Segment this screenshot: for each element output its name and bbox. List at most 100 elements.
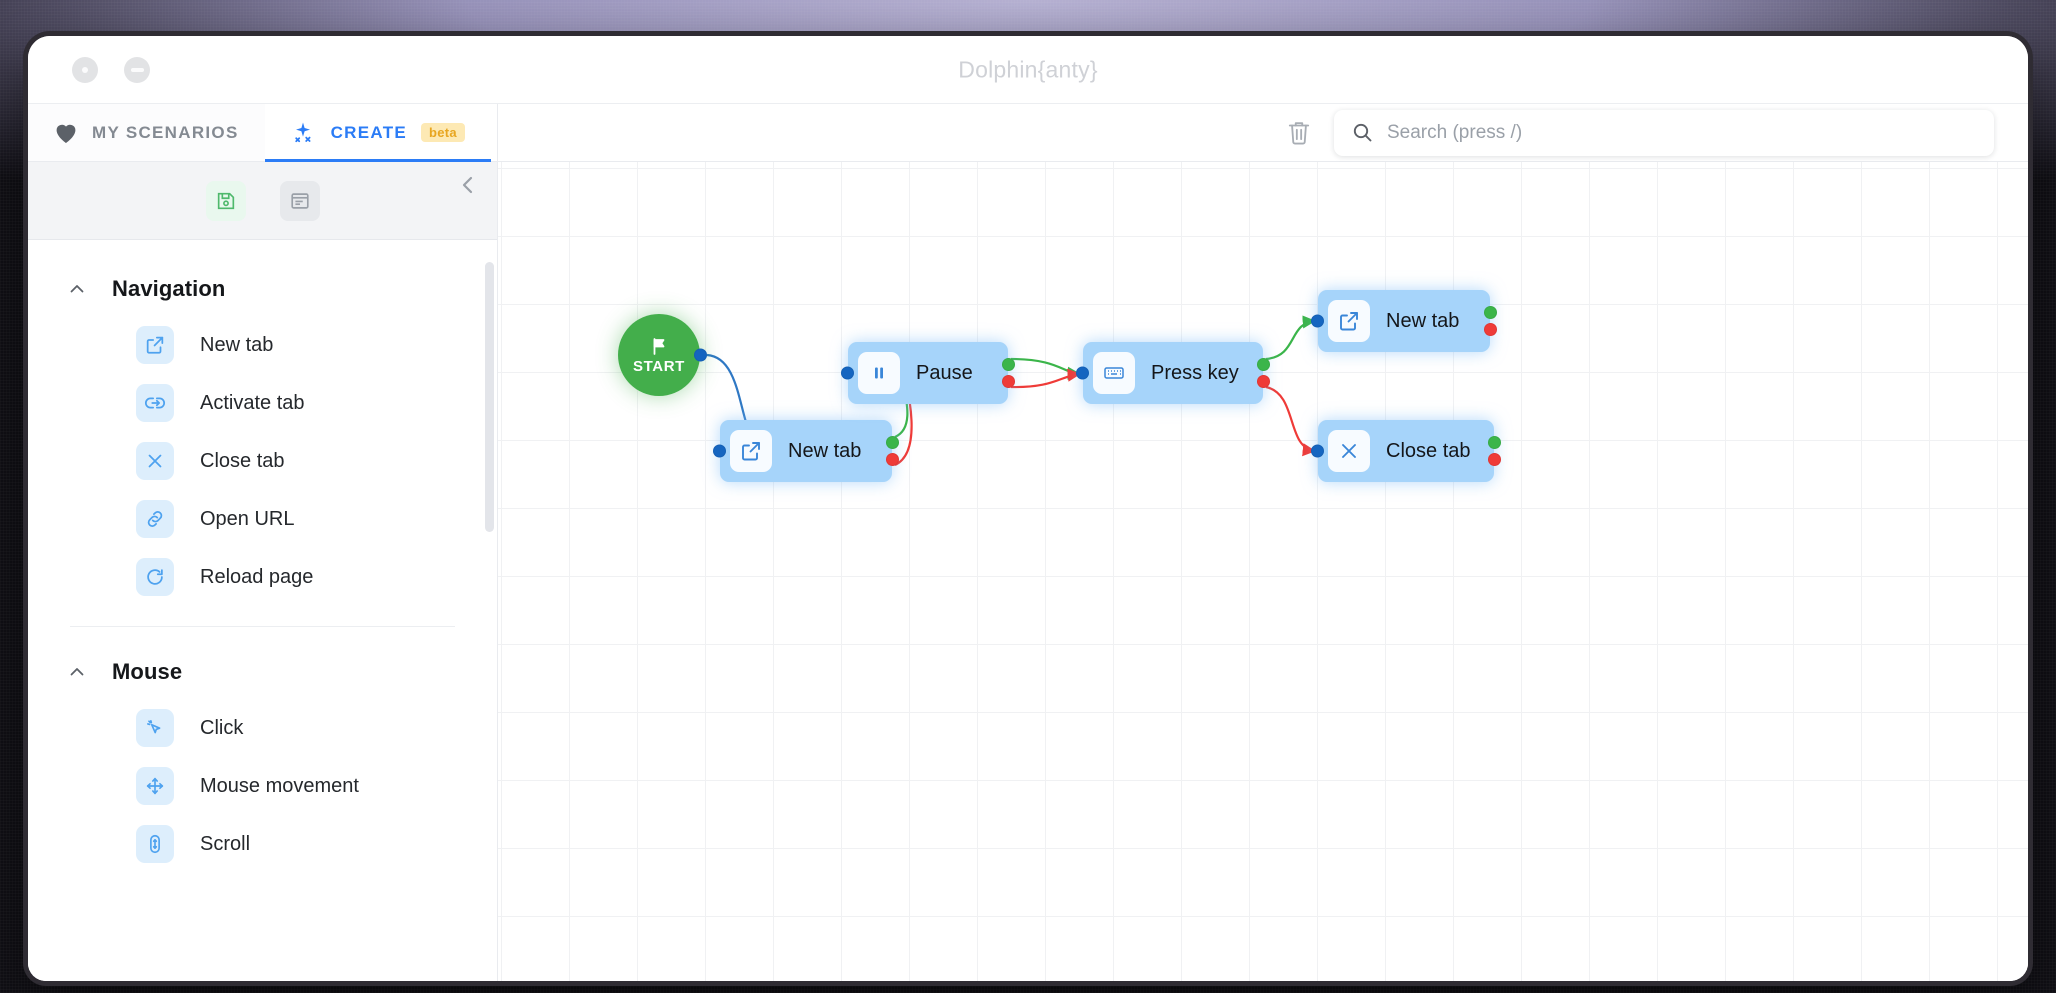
palette-item-label: Click [200,716,244,739]
action-palette[interactable]: Navigation New tab Activate tab [28,240,497,981]
chevron-left-icon [462,176,473,194]
port-in[interactable] [1311,314,1324,328]
external-link-icon [136,326,174,364]
delete-selected-button[interactable] [1286,119,1312,147]
flow-node-label: Pause [916,361,973,384]
port-success[interactable] [886,436,899,449]
tab-create[interactable]: CREATE beta [264,104,492,162]
palette-group-navigation-header[interactable]: Navigation [28,250,497,316]
port-out[interactable] [694,348,707,362]
main-split: MY SCENARIOS CREATE beta [28,104,2028,981]
flow-node-start[interactable]: START [618,314,707,396]
sparkle-icon [291,120,317,146]
port-error[interactable] [886,453,899,466]
link-arrow-icon [136,384,174,422]
palette-item-activate-tab[interactable]: Activate tab [28,374,497,432]
port-error[interactable] [1488,453,1501,466]
trash-icon [1288,121,1310,145]
flow-canvas[interactable]: START New tab [498,162,2028,981]
close-x-icon [1328,430,1370,472]
palette-item-reload-page[interactable]: Reload page [28,548,497,606]
palette-group-navigation: Navigation New tab Activate tab [28,250,497,633]
flow-node-label: Press key [1151,361,1239,384]
palette-item-label: Open URL [200,507,295,530]
close-icon [82,66,88,73]
port-in[interactable] [841,366,854,380]
tab-create-label: CREATE [330,122,408,142]
flag-icon [649,336,669,356]
cursor-click-icon [136,709,174,747]
port-error[interactable] [1002,375,1015,388]
tab-my-scenarios[interactable]: MY SCENARIOS [28,104,265,161]
search-icon [1352,122,1373,143]
palette-item-label: New tab [200,333,274,356]
palette-item-click[interactable]: Click [28,699,497,757]
palette-item-label: Reload page [200,565,314,588]
heart-icon [54,122,78,144]
port-success[interactable] [1488,436,1501,449]
flow-node-close-tab[interactable]: Close tab [1311,420,1501,482]
scroll-mouse-icon [136,825,174,863]
palette-group-mouse-header[interactable]: Mouse [28,633,497,699]
canvas-area: START New tab [498,104,2028,981]
refresh-icon [136,558,174,596]
canvas-toolbar [498,104,2028,162]
flow-node-press-key[interactable]: Press key [1076,342,1270,404]
panel-toolbar [28,162,497,240]
minimize-icon [130,67,144,72]
flow-node-label: Close tab [1386,439,1471,462]
flow-node-label: New tab [788,439,862,462]
port-success[interactable] [1484,306,1497,319]
panel-tabs: MY SCENARIOS CREATE beta [28,104,497,162]
chevron-up-icon [68,280,86,298]
scenario-notes-button[interactable] [279,180,320,221]
close-button[interactable] [72,56,98,83]
palette-group-title: Mouse [112,659,183,684]
search-box[interactable] [1334,109,1994,156]
beta-badge: beta [421,123,465,142]
palette-group-mouse: Mouse Click Mouse movement [28,633,497,879]
pause-icon [858,352,900,394]
collapse-panel-button[interactable] [457,174,479,196]
minimize-button[interactable] [124,56,150,83]
port-success[interactable] [1002,358,1015,371]
palette-group-title: Navigation [112,276,226,301]
move-arrows-icon [136,767,174,805]
chevron-up-icon [68,663,86,681]
flow-node-pause[interactable]: Pause [841,342,1015,404]
edge-n2-to-n3-success [1010,357,1081,380]
port-in[interactable] [1311,444,1324,458]
palette-item-new-tab[interactable]: New tab [28,316,497,374]
window-title: Dolphin{anty} [958,56,1098,82]
palette-item-label: Activate tab [200,391,305,414]
external-link-icon [1328,300,1370,342]
palette-divider [70,626,455,627]
flow-edges [706,315,1316,466]
chain-link-icon [136,500,174,538]
flow-node-new-tab-2[interactable]: New tab [1311,290,1497,352]
palette-item-scroll[interactable]: Scroll [28,815,497,873]
notes-window-icon [290,192,309,209]
port-error[interactable] [1257,375,1270,388]
port-in[interactable] [1076,366,1089,380]
app-window: Dolphin{anty} MY SCENARIOS [28,36,2028,981]
edge-n2-to-n3-error [1010,368,1081,389]
palette-item-label: Close tab [200,449,285,472]
close-x-icon [136,442,174,480]
palette-item-label: Scroll [200,832,251,855]
palette-item-label: Mouse movement [200,774,359,797]
search-input[interactable] [1387,121,1976,144]
external-link-icon [730,430,772,472]
edge-n3-to-n5-error [1265,385,1316,457]
palette-item-close-tab[interactable]: Close tab [28,432,497,490]
save-scenario-button[interactable] [205,180,246,221]
keyboard-icon [1093,352,1135,394]
palette-item-open-url[interactable]: Open URL [28,490,497,548]
port-success[interactable] [1257,358,1270,371]
tab-my-scenarios-label: MY SCENARIOS [92,122,239,142]
flow-node-start-label: START [633,357,685,375]
palette-item-mouse-movement[interactable]: Mouse movement [28,757,497,815]
port-error[interactable] [1484,323,1497,336]
flow-node-new-tab-1[interactable]: New tab [713,420,899,482]
port-in[interactable] [713,444,726,458]
